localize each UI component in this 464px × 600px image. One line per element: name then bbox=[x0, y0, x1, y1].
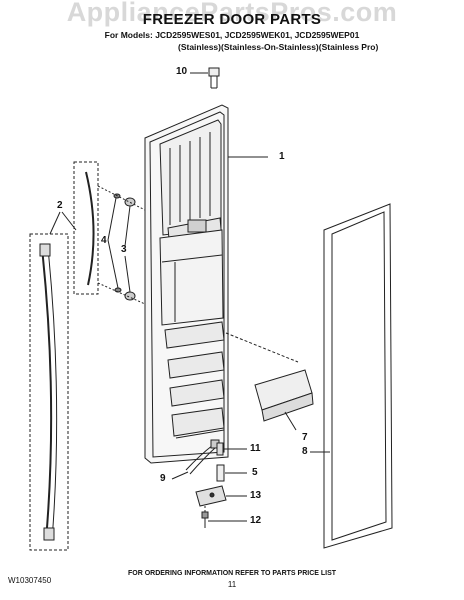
part-13-bracket bbox=[195, 485, 227, 507]
callout-8: 8 bbox=[302, 446, 308, 457]
part-5-bushing bbox=[216, 464, 225, 482]
model-variants: (Stainless)(Stainless-On-Stainless)(Stai… bbox=[178, 42, 379, 52]
part-10-screw bbox=[208, 67, 220, 89]
leader-9 bbox=[171, 471, 189, 480]
callout-4: 4 bbox=[101, 235, 107, 246]
callout-7: 7 bbox=[302, 432, 308, 443]
callout-10: 10 bbox=[176, 66, 188, 77]
part-11-pin bbox=[216, 442, 224, 456]
callout-5: 5 bbox=[252, 467, 258, 478]
leader-3a bbox=[124, 205, 131, 247]
callout-2: 2 bbox=[57, 200, 63, 211]
leader-7 bbox=[284, 411, 297, 431]
model-list: For Models: JCD2595WES01, JCD2595WEK01, … bbox=[104, 30, 360, 40]
callout-9: 9 bbox=[160, 473, 166, 484]
leader-4b bbox=[107, 239, 119, 289]
part-12-screw bbox=[201, 506, 209, 528]
callout-1: 1 bbox=[279, 151, 285, 162]
part-8-gasket bbox=[323, 203, 393, 549]
handle-mount-assembly bbox=[73, 161, 146, 305]
page-number: 11 bbox=[227, 580, 237, 589]
ordering-note: FOR ORDERING INFORMATION REFER TO PARTS … bbox=[127, 570, 337, 577]
leader-4a bbox=[107, 197, 117, 241]
watermark-text: AppliancePartsPros.com bbox=[66, 0, 398, 27]
callout-3: 3 bbox=[121, 244, 127, 255]
callout-11: 11 bbox=[250, 443, 261, 454]
part-1-door bbox=[144, 104, 229, 464]
document-code: W10307450 bbox=[8, 576, 52, 585]
leader-3b bbox=[124, 255, 131, 293]
page-title: FREEZER DOOR PARTS bbox=[142, 11, 322, 28]
leader-2a bbox=[49, 211, 61, 235]
callout-12: 12 bbox=[250, 515, 262, 526]
part-7-bin bbox=[225, 332, 314, 422]
callout-13: 13 bbox=[250, 490, 262, 501]
part-2-handle bbox=[29, 233, 69, 551]
